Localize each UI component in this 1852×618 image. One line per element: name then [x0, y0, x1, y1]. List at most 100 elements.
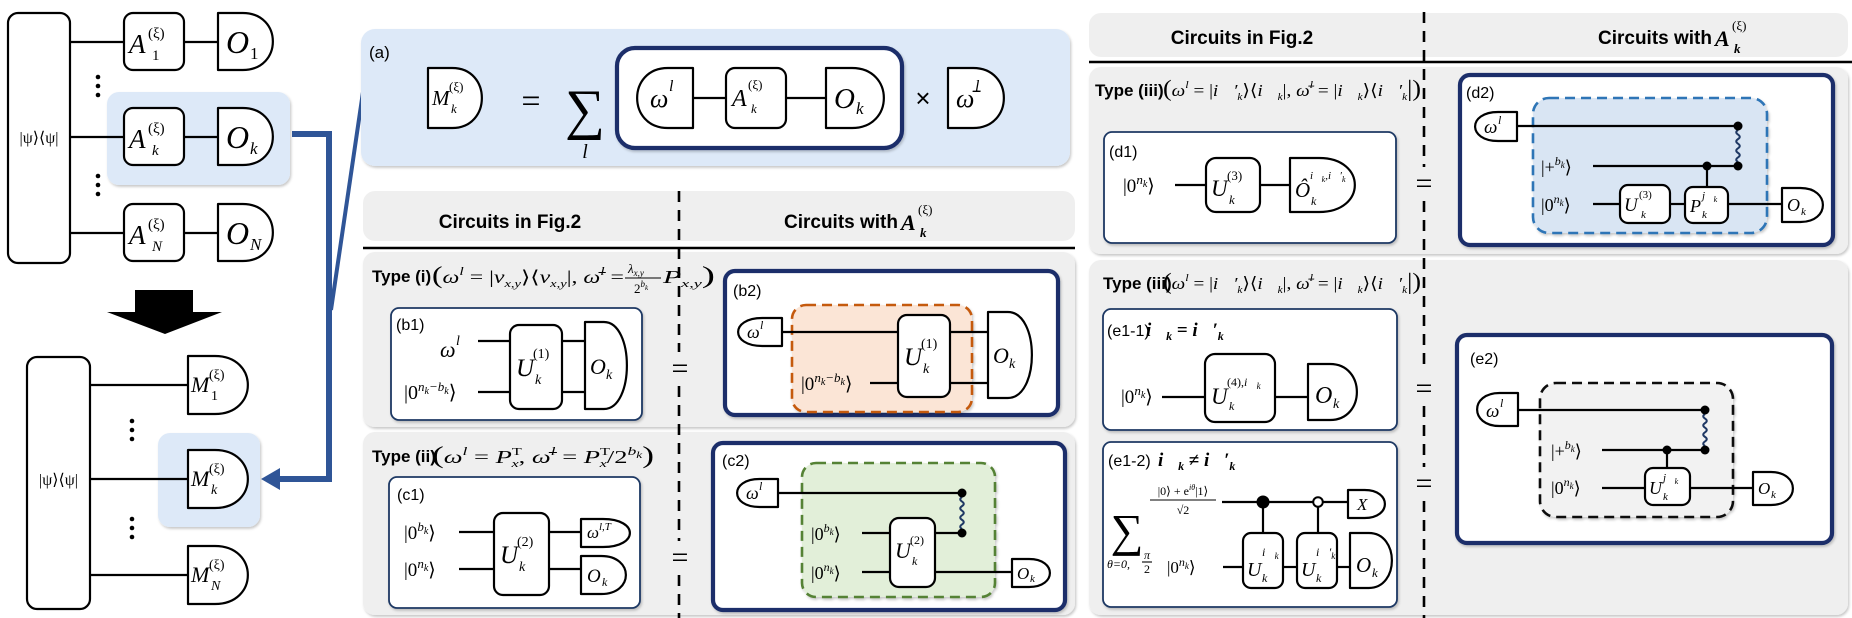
measurement-mk [186, 448, 249, 510]
observable-measurement [986, 310, 1033, 400]
f: ω [1172, 274, 1186, 293]
k: n [417, 556, 424, 571]
f: i⃗′ [1213, 81, 1238, 100]
f: x,y [503, 278, 521, 290]
header-math-base: A [899, 210, 916, 235]
pauli-sub: k [1702, 209, 1708, 221]
panel-b1-label: (b1) [396, 317, 424, 334]
k: −b [825, 370, 841, 385]
channel-1-sup: (ξ) [148, 26, 165, 42]
d2-input-bottom-ket: |0nk⟩ [1541, 192, 1571, 215]
f: ( [432, 263, 443, 289]
type-iii-label: Type (iii) [1095, 81, 1164, 100]
f: ⟩⟨ [1363, 81, 1378, 100]
mk-sub: k [211, 483, 218, 498]
k: |0 [811, 563, 824, 583]
control-dot [1700, 405, 1710, 415]
prep-base: ω [650, 84, 668, 113]
f: |, [1283, 274, 1296, 293]
k: ⟩ [1145, 387, 1152, 408]
f: ) [702, 263, 715, 289]
equals-sign: = [672, 541, 689, 574]
k: ⟩ [1574, 478, 1581, 498]
f: = | [1189, 274, 1213, 293]
gate-sub: k [535, 373, 542, 388]
observable-measurement [1751, 470, 1794, 507]
header-math-sup: (ξ) [1732, 18, 1746, 33]
prep-sup: l [760, 318, 764, 332]
k: k [424, 563, 429, 574]
unitary-gate-u2 [492, 511, 551, 597]
f: λ [627, 261, 634, 276]
controlled-unitary-2 [1295, 531, 1339, 590]
f: ) [642, 443, 654, 469]
state-label: |ψ⟩⟨ψ| [20, 130, 59, 147]
observable-measurement [1010, 557, 1051, 589]
gate-1-base: U [1247, 559, 1263, 581]
obs-base: O [590, 354, 606, 379]
e1-1-input-ket: |0nk⟩ [1121, 383, 1153, 408]
k: n [418, 379, 425, 394]
k: n [814, 370, 821, 385]
equals-sign: = [1416, 167, 1433, 200]
state-prep-omega [1476, 391, 1520, 428]
channel-sup: (ξ) [748, 77, 762, 92]
f: |) [1407, 76, 1421, 101]
gate-2-base: U [1301, 559, 1317, 581]
f: l [463, 444, 469, 458]
gate-sub: k [1229, 399, 1235, 413]
channel-k-sup: (ξ) [148, 121, 165, 137]
panel-e2-label: (e2) [1470, 351, 1498, 368]
obs-sub: k [856, 99, 864, 118]
gate-sup: (3) [1639, 189, 1652, 201]
sum-index-frac-den: 2 [1144, 562, 1150, 576]
k: ⟩ [449, 382, 457, 404]
f: b [641, 279, 646, 289]
sum-sign: ∑ [1111, 505, 1144, 556]
channel-k-sub: k [152, 143, 159, 159]
f: l [1310, 79, 1313, 91]
channel-n-sup: (ξ) [148, 217, 165, 233]
gate-base: U [1649, 478, 1663, 498]
f: b [627, 444, 636, 458]
left-arrow-icon [261, 468, 280, 490]
lhs-sup: (ξ) [449, 79, 463, 94]
f: l [459, 264, 464, 278]
f: x,y [679, 278, 701, 290]
header-math-sup: (ξ) [918, 202, 932, 217]
k: ⟩ [1147, 176, 1154, 197]
header-circuits-with: Circuits with [1598, 28, 1712, 49]
gate-base: U [1211, 176, 1229, 201]
vertical-ellipsis-icon [129, 516, 135, 540]
vertical-ellipsis-icon [95, 74, 101, 98]
gate-2-sup: i⃗′k [1316, 545, 1336, 561]
f: = [1172, 320, 1192, 341]
observable-measurement [579, 554, 627, 596]
overview-original-circuit: |ψ⟩⟨ψ| A (ξ) 1 O 1 A (ξ) k O k A (ξ) N O… [6, 11, 290, 265]
f: ω [1172, 81, 1186, 100]
control-dot [957, 488, 967, 498]
k: k [1143, 179, 1148, 190]
f: i⃗ [1262, 545, 1275, 559]
obs-base: O [993, 343, 1009, 368]
entanglement-wavy-line [1735, 129, 1741, 163]
f: v [540, 267, 551, 287]
out-top-sup: l,T [599, 521, 612, 533]
f: j⃗ [1661, 472, 1675, 484]
control-dot-open [1312, 496, 1324, 508]
k: k [1570, 481, 1575, 491]
panel-a-label: (a) [369, 43, 390, 62]
gate-sub: k [923, 362, 930, 377]
obs-sup: i⃗k,i⃗′k [1310, 170, 1346, 184]
f: ⟩⟨ [521, 267, 540, 287]
header-circuits-fig2: Circuits in Fig.2 [1171, 28, 1314, 49]
f: k [1322, 175, 1326, 184]
c2-input-bottom-ket: |0nk⟩ [811, 560, 841, 583]
obs-base: O [1315, 383, 1332, 409]
control-dot [957, 528, 967, 538]
callout-connector [261, 91, 365, 490]
k: |0 [811, 524, 824, 544]
gate-2-sub: k [1316, 571, 1322, 585]
obs-sub: k [1030, 573, 1036, 585]
